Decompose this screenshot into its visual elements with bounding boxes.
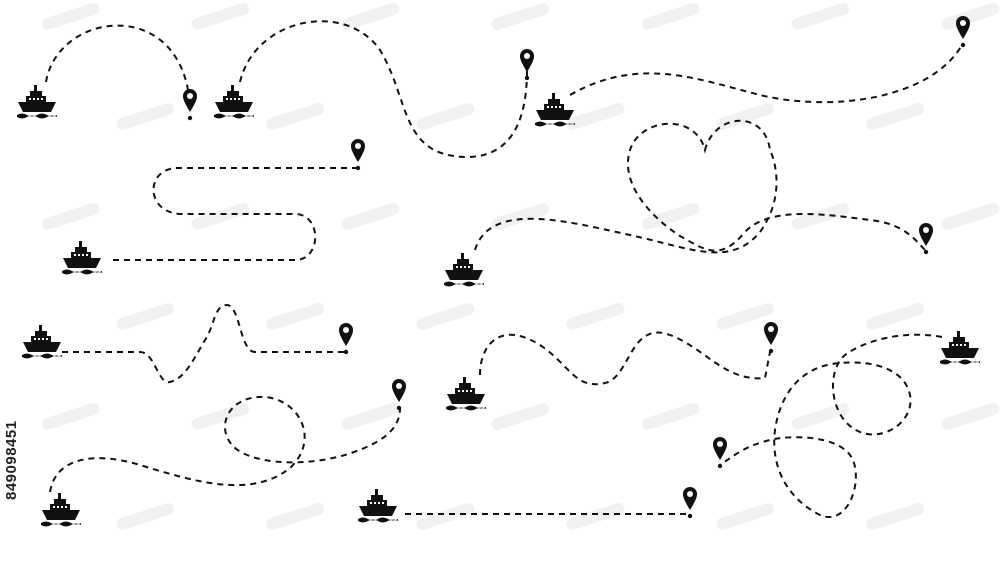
route-5-heart <box>474 119 926 254</box>
watermark-mark <box>416 303 475 330</box>
watermark-mark <box>866 103 925 130</box>
watermark-mark <box>191 403 250 430</box>
watermark-mark <box>116 103 175 130</box>
watermark-mark <box>416 503 475 530</box>
watermark-mark <box>641 203 700 230</box>
watermark-mark <box>566 103 625 130</box>
watermark-mark <box>41 403 100 430</box>
ship-icon <box>940 331 980 365</box>
route-4-u-turn <box>110 167 358 261</box>
watermark-mark <box>716 103 775 130</box>
route-3-long-curve <box>569 44 963 104</box>
routes <box>45 20 963 518</box>
watermark-mark <box>566 303 625 330</box>
watermark-mark <box>491 203 550 230</box>
watermark-mark <box>191 203 250 230</box>
route-6-pulse <box>62 303 345 384</box>
route-8-figure-eight <box>49 395 401 493</box>
location-pin-icon <box>183 89 197 121</box>
watermark-mark <box>341 403 400 430</box>
ship-icon <box>41 493 81 527</box>
watermark-mark <box>116 303 175 330</box>
route-2-wave <box>239 20 528 159</box>
route-7-wave <box>479 331 771 386</box>
watermark-mark <box>716 503 775 530</box>
location-pin-icon <box>956 16 970 48</box>
watermark-mark <box>716 303 775 330</box>
ship-icon <box>214 85 254 119</box>
watermark-mark <box>791 203 850 230</box>
location-pin-icon <box>351 139 365 171</box>
watermark-mark <box>491 403 550 430</box>
watermark-mark <box>641 3 700 30</box>
ship-icon <box>444 253 484 287</box>
ship-icon <box>446 377 486 411</box>
location-pin-icon <box>339 323 353 355</box>
route-9-loop <box>719 333 943 518</box>
watermark <box>41 3 1000 530</box>
watermark-mark <box>41 203 100 230</box>
watermark-mark <box>191 3 250 30</box>
watermark-mark <box>266 503 325 530</box>
watermark-mark <box>266 103 325 130</box>
ship-icon <box>62 241 102 275</box>
watermark-mark <box>866 303 925 330</box>
location-pin-icon <box>919 223 933 255</box>
watermark-mark <box>566 503 625 530</box>
route-1-arc <box>45 24 191 109</box>
watermark-mark <box>416 103 475 130</box>
location-pin-icon <box>713 437 727 469</box>
watermark-mark <box>491 3 550 30</box>
watermark-mark <box>266 303 325 330</box>
pins <box>183 16 970 519</box>
watermark-mark <box>791 403 850 430</box>
watermark-mark <box>866 503 925 530</box>
watermark-mark <box>341 3 400 30</box>
watermark-mark <box>791 3 850 30</box>
watermark-mark <box>116 503 175 530</box>
watermark-mark <box>941 3 1000 30</box>
ship-icon <box>358 489 398 523</box>
watermark-mark <box>941 403 1000 430</box>
watermark-mark <box>341 203 400 230</box>
watermark-mark <box>41 3 100 30</box>
stock-id-label: 849098451 <box>3 420 20 500</box>
location-pin-icon <box>764 322 778 354</box>
watermark-mark <box>641 403 700 430</box>
ship-icon <box>17 85 57 119</box>
watermark-mark <box>941 203 1000 230</box>
